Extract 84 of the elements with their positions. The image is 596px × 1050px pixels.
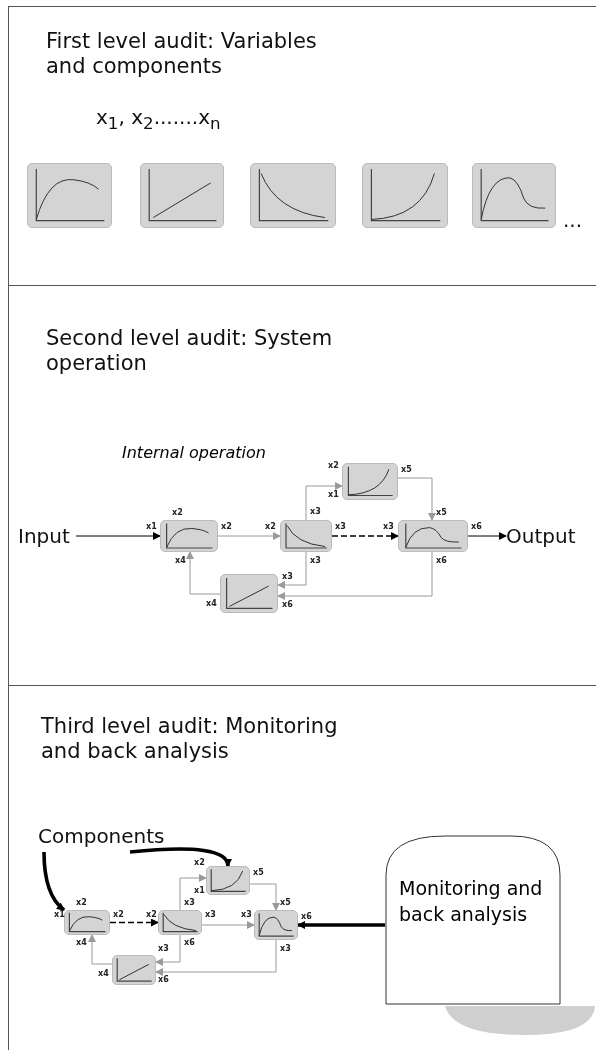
variable-label: x2 — [113, 910, 124, 920]
connector-arrow — [277, 551, 307, 589]
curve-chart-box — [64, 910, 110, 935]
connector-arrow — [109, 918, 159, 927]
curve-chart-box — [250, 163, 336, 228]
curved-arrow — [129, 847, 231, 867]
curved-arrow — [42, 851, 66, 912]
ellipsis-text: ... — [563, 208, 583, 232]
variable-label: x3 — [184, 898, 195, 908]
variable-label: x2 — [146, 910, 157, 920]
variable-label: x6 — [436, 556, 447, 566]
variable-label: x3 — [205, 910, 216, 920]
variable-label: x5 — [280, 898, 291, 908]
variable-label: x6 — [301, 912, 312, 922]
curve-chart-box — [140, 163, 224, 228]
variable-label: x4 — [76, 938, 87, 948]
tombstone-shape — [385, 835, 561, 1005]
variable-list: x$_{1}$, x$_{2}$.......x$_{n}$ — [96, 105, 221, 133]
flow-label: Input — [18, 524, 76, 548]
section-label: Internal operation — [122, 443, 266, 462]
connector-arrow — [249, 883, 280, 911]
variable-label: x4 — [98, 969, 109, 979]
connector-arrow — [179, 874, 207, 911]
connector-arrow — [88, 934, 113, 965]
curve-chart-box — [27, 163, 112, 228]
variable-label: x3 — [158, 944, 169, 954]
curve-chart-box — [158, 910, 202, 935]
caption-text: Components — [38, 824, 188, 852]
variable-label: x1 — [328, 490, 339, 500]
curve-chart-box — [342, 463, 398, 500]
variable-label: x3 — [335, 522, 346, 532]
variable-label: x2 — [76, 898, 87, 908]
variable-label: x5 — [401, 465, 412, 475]
variable-label: x2 — [194, 858, 205, 868]
variable-label: x3 — [282, 572, 293, 582]
variable-label: x5 — [253, 868, 264, 878]
connector-arrow — [331, 532, 399, 540]
panel-title: First level audit: Variables and components — [46, 29, 318, 79]
variable-label: x3 — [310, 507, 321, 517]
curve-chart-box — [472, 163, 556, 228]
flow-label: Output — [506, 524, 578, 548]
audit-panel — [8, 6, 596, 285]
variable-label: x3 — [241, 910, 252, 920]
connector-arrow — [467, 532, 507, 540]
variable-label: x1 — [54, 910, 65, 920]
curve-chart-box — [206, 866, 250, 895]
variable-label: x2 — [265, 522, 276, 532]
curve-chart-box — [254, 910, 298, 940]
variable-label: x6 — [471, 522, 482, 532]
variable-label: x4 — [175, 556, 186, 566]
curve-chart-box — [280, 520, 332, 552]
variable-label: x3 — [310, 556, 321, 566]
connector-arrow — [186, 551, 221, 595]
variable-label: x3 — [280, 944, 291, 954]
variable-label: x6 — [184, 938, 195, 948]
curve-chart-box — [160, 520, 218, 552]
variable-label: x3 — [383, 522, 394, 532]
variable-label: x4 — [206, 599, 217, 609]
curve-chart-box — [398, 520, 468, 552]
connector-arrow — [75, 532, 161, 540]
variable-label: x6 — [282, 600, 293, 610]
curve-chart-box — [220, 574, 278, 613]
connector-arrow — [155, 934, 181, 966]
connector-arrow — [277, 551, 433, 600]
shape-text: Monitoring and back analysis — [399, 876, 544, 927]
audit-panel — [8, 685, 596, 1050]
connector-arrow — [155, 939, 277, 976]
variable-label: x2 — [221, 522, 232, 532]
variable-label: x5 — [436, 508, 447, 518]
connector-arrow — [305, 482, 343, 521]
curve-chart-box — [112, 955, 156, 985]
variable-label: x2 — [172, 508, 183, 518]
connector-arrow — [217, 532, 281, 540]
panel-title: Second level audit: System operation — [46, 326, 334, 376]
curved-arrow — [297, 921, 385, 929]
variable-label: x1 — [146, 522, 157, 532]
panel-title: Third level audit: Monitoring and back analysis — [41, 714, 339, 764]
curve-chart-box — [362, 163, 448, 228]
variable-label: x6 — [158, 975, 169, 985]
variable-label: x1 — [194, 886, 205, 896]
audit-panel — [8, 285, 596, 685]
connector-arrow — [397, 477, 436, 521]
connector-arrow — [201, 921, 255, 929]
variable-label: x2 — [328, 461, 339, 471]
